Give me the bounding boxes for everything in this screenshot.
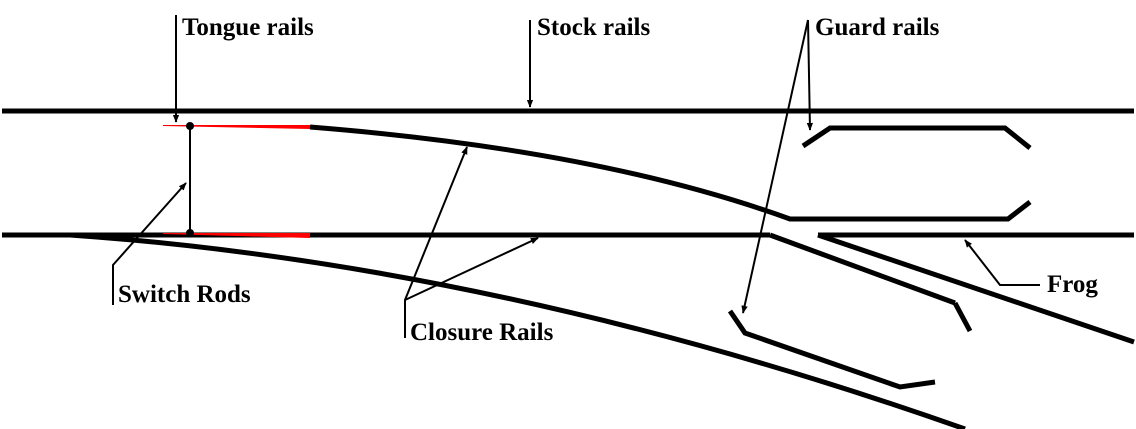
closure-rails-label: Closure Rails bbox=[410, 319, 554, 346]
switch-rod-joint-lower bbox=[186, 229, 194, 237]
frog-leader bbox=[964, 239, 1040, 286]
guard-rails-label: Guard rails bbox=[815, 14, 940, 41]
guard-rail-lower bbox=[727, 309, 936, 390]
switch-rod-joint-upper bbox=[186, 122, 194, 130]
guard-rails-arrow-upper bbox=[806, 19, 814, 131]
tongue-rail-tip-upper bbox=[163, 125, 310, 129]
tongue-rail-tip-lower bbox=[163, 233, 310, 238]
closure-rails-leader-upper bbox=[404, 146, 468, 338]
tongue-rails-label: Tongue rails bbox=[182, 14, 314, 41]
guard-rails-arrow-lower bbox=[741, 19, 809, 314]
guard-rail-upper bbox=[801, 125, 1032, 150]
closure-rail-upper bbox=[309, 124, 1032, 222]
closure-rail-lower bbox=[69, 232, 966, 429]
switch-rods-leader bbox=[112, 182, 187, 305]
frog-label: Frog bbox=[1047, 271, 1098, 298]
switch-rods-label: Switch Rods bbox=[118, 281, 251, 308]
frog-wing-rail bbox=[769, 232, 956, 306]
frog-diverging-leg bbox=[817, 232, 1135, 345]
stock-rails-label: Stock rails bbox=[537, 14, 650, 41]
closure-rails-leader-lower bbox=[404, 237, 539, 301]
frog-wing-flare bbox=[952, 301, 973, 333]
